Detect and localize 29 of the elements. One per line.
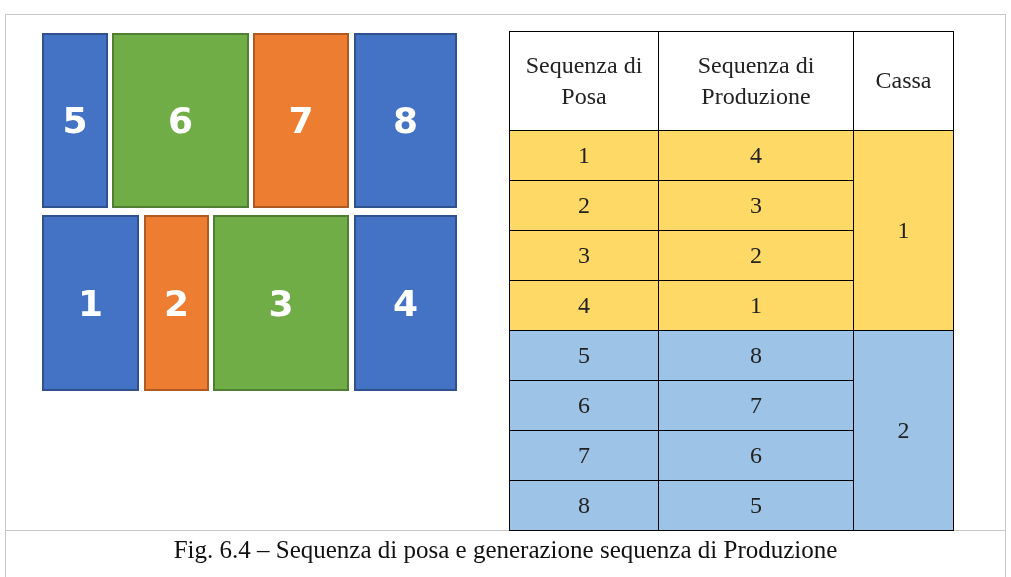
table-cell: 8	[509, 480, 659, 531]
table-cell: 4	[658, 130, 854, 181]
panel-rectangle: 5	[42, 33, 108, 208]
panel-rectangle: 7	[253, 33, 349, 208]
table-cell: 2	[509, 180, 659, 231]
panel-rectangle: 4	[354, 215, 457, 391]
table-cell: 3	[658, 180, 854, 231]
table-cell: 4	[509, 280, 659, 331]
table-cell: 7	[509, 430, 659, 481]
table-cell: 1	[853, 130, 954, 331]
table-cell: 8	[658, 330, 854, 381]
column-header: Cassa	[853, 31, 954, 131]
table-cell: 2	[658, 230, 854, 281]
column-header: Sequenza di Posa	[509, 31, 659, 131]
panel-rectangle: 1	[42, 215, 139, 391]
table-cell: 2	[853, 330, 954, 531]
table-cell: 7	[658, 380, 854, 431]
panel-rectangle: 8	[354, 33, 457, 208]
panel-rectangle: 3	[213, 215, 349, 391]
table-cell: 5	[658, 480, 854, 531]
table-cell: 1	[509, 130, 659, 181]
table-cell: 6	[509, 380, 659, 431]
table-cell: 5	[509, 330, 659, 381]
panel-rectangle: 2	[144, 215, 209, 391]
table-cell: 6	[658, 430, 854, 481]
figure-caption: Fig. 6.4 – Sequenza di posa e generazione sequenza di Produzione	[172, 536, 839, 564]
panel-rectangle: 6	[112, 33, 249, 208]
table-cell: 1	[658, 280, 854, 331]
table-cell: 3	[509, 230, 659, 281]
